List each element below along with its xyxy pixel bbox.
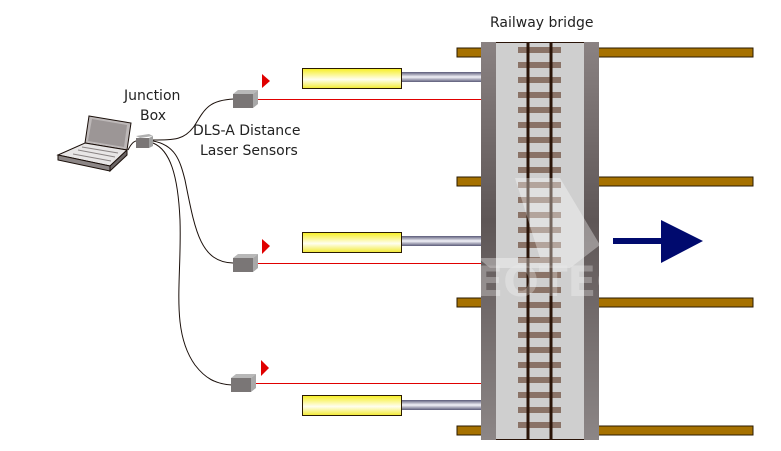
railway-tie [518,212,561,218]
target-cylinder [302,232,402,253]
laser-sensor-3 [231,360,269,392]
railway-tie [518,62,561,68]
pier-beam-3 [456,297,754,308]
target-rod [402,236,481,246]
target-cylinder [302,68,402,89]
laptop-icon [56,115,132,173]
target-2 [302,232,481,253]
bridge-deck [481,42,599,440]
laser-sensor-2 [233,239,270,272]
target-rod [402,72,481,82]
pier-beam-4 [456,425,754,436]
laser-emitter-marker [262,74,270,88]
sensors-label-line2: Laser Sensors [200,143,298,159]
railway-tie [518,347,561,353]
railway-tie [518,392,561,398]
sensors-label-line1: DLS-A Distance [193,123,300,139]
railway-tie [518,407,561,413]
railway-tie [518,227,561,233]
railway-ties [518,47,561,428]
railway-tie [518,137,561,143]
railway-tie [518,47,561,53]
railway-tie [518,122,561,128]
rail-right [549,42,553,440]
cable-sensor-3 [152,142,233,386]
railway-tie [518,362,561,368]
railway-tie [518,182,561,188]
laser-sensor-1 [233,74,270,108]
railway-tie [518,287,561,293]
laser-emitter-marker [261,360,269,376]
target-1 [302,68,481,89]
railway-tie [518,377,561,383]
railway-tie [518,302,561,308]
railway-tie [518,422,561,428]
junction-box-icon [136,134,153,148]
laser-emitter-marker [262,239,270,254]
junction-box-label-line2: Box [140,108,166,124]
bridge-title: Railway bridge [490,15,593,31]
railway-tie [518,272,561,278]
railway-tie [518,332,561,338]
railway-tie [518,77,561,83]
cable-sensor-2 [152,140,234,264]
geotech-watermark: GEOTECH [440,178,662,306]
laser-beams [255,99,481,384]
rail-left [526,42,530,440]
railway-tie [518,197,561,203]
watermark-text: GEOTECH [440,257,662,306]
target-rod [402,400,481,410]
railway-tie [518,242,561,248]
pier-beam-2 [456,176,754,187]
railway-tie [518,167,561,173]
pier-beams [456,47,754,436]
railway-tie [518,92,561,98]
junction-box-label-line1: Junction [123,88,180,104]
railway-tie [518,152,561,158]
bridge-edge-left [481,42,496,440]
target-cylinder [302,395,402,416]
railway-tie [518,107,561,113]
pier-beam-1 [456,47,754,58]
railway-tie [518,257,561,263]
bridge-edge-right [584,42,599,440]
railway-tie [518,317,561,323]
cable-sensor-1 [151,98,235,141]
target-3 [302,395,481,416]
movement-arrow-icon [613,220,703,263]
